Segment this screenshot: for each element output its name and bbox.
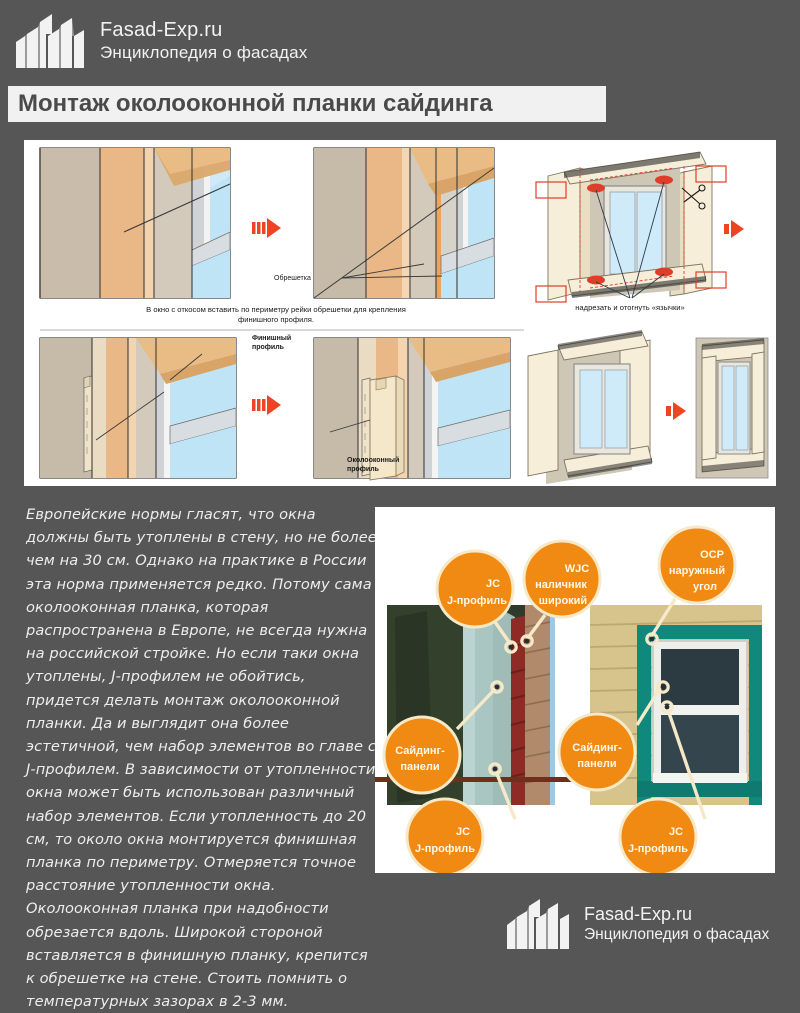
site-tagline: Энциклопедия о фасадах <box>100 42 308 62</box>
label-okolo-profile-line2: профиль <box>347 466 380 473</box>
callout-label-line2: панели <box>400 761 439 773</box>
callout-siding-left[interactable]: Сайдинг- панели <box>382 715 462 795</box>
label-finish-profile-line1: Финишный <box>252 334 291 342</box>
callout-label-line1: наружный <box>669 565 725 577</box>
step2-wall-illustration <box>39 337 237 479</box>
callout-jc-bottom-left[interactable]: JC J-профиль <box>405 797 485 873</box>
step-arrow-2 <box>252 395 281 415</box>
callout-wjc[interactable]: WJC наличник широкий <box>522 539 602 619</box>
step5-window-finished-illustration <box>695 337 769 479</box>
callout-label: J-профиль <box>415 843 475 855</box>
building-skyline-icon <box>14 12 90 70</box>
page-title-bar: Монтаж околооконной планки сайдинга <box>8 86 606 122</box>
callout-anchor-dots <box>492 636 670 772</box>
step2b-wall-illustration <box>313 337 511 481</box>
diagram-svg: Обрешетка В окно с откосом вставить по п… <box>39 147 769 484</box>
callout-code: WJC <box>565 563 590 575</box>
callout-label-line2: угол <box>693 581 717 593</box>
callout-siding-right[interactable]: Сайдинг- панели <box>557 712 637 792</box>
step1b-wall-illustration <box>313 147 495 299</box>
label-obreshetka: Обрешетка <box>274 274 311 282</box>
callout-label: J-профиль <box>628 843 688 855</box>
step-arrow-1 <box>252 218 281 238</box>
callout-code: OCP <box>700 549 724 561</box>
footer-tagline: Энциклопедия о фасадах <box>584 925 770 943</box>
callout-code: JC <box>486 578 500 590</box>
callout-label-line2: широкий <box>539 595 587 607</box>
callout-code: JC <box>456 826 470 838</box>
callout-label-line1: Сайдинг- <box>572 742 622 754</box>
step-arrow-3 <box>724 220 744 238</box>
installation-steps-diagram: Обрешетка В окно с откосом вставить по п… <box>24 140 776 486</box>
site-branding: Fasad-Exp.ru Энциклопедия о фасадах <box>100 18 308 63</box>
site-footer: Fasad-Exp.ru Энциклопедия о фасадах <box>505 893 795 955</box>
callout-jc-bottom-right[interactable]: JC J-профиль <box>618 797 698 873</box>
callout-jc-left[interactable]: JC J-профиль <box>435 549 515 629</box>
label-okolo-profile-line1: Околооконный <box>347 456 399 464</box>
article-body: Европейские нормы гласят, что окна должн… <box>26 506 377 1011</box>
caption-step1-line1: В окно с откосом вставить по периметру р… <box>146 305 406 314</box>
label-finish-profile-line2: профиль <box>252 344 285 351</box>
callout-label-line1: Сайдинг- <box>395 745 445 757</box>
building-skyline-icon <box>505 897 575 951</box>
callout-ocp[interactable]: OCP наружный угол <box>657 525 737 605</box>
step1-wall-illustration <box>39 147 231 299</box>
step4-window-assembly-illustration <box>527 330 653 484</box>
siding-photo-callouts: JC J-профиль WJC наличник широкий OCP на… <box>375 507 775 873</box>
page-title: Монтаж околооконной планки сайдинга <box>18 90 493 117</box>
footer-site-name: Fasad-Exp.ru <box>584 903 693 924</box>
callout-code: JC <box>669 826 683 838</box>
step-arrow-4 <box>666 402 686 420</box>
caption-step3: надрезать и отогнуть «язычки» <box>575 303 685 312</box>
callout-label-line1: наличник <box>535 579 587 591</box>
callout-label-line2: панели <box>577 758 616 770</box>
site-name: Fasad-Exp.ru <box>100 19 223 42</box>
site-header: Fasad-Exp.ru Энциклопедия о фасадах <box>0 0 800 82</box>
caption-step1-line2: финишного профиля. <box>238 315 314 324</box>
footer-branding: Fasad-Exp.ru Энциклопедия о фасадах <box>584 904 769 945</box>
callout-anchors <box>488 632 674 776</box>
photo-svg: JC J-профиль WJC наличник широкий OCP на… <box>375 525 762 873</box>
callout-label: J-профиль <box>447 595 507 607</box>
step3-window-tabs-illustration <box>535 151 727 303</box>
